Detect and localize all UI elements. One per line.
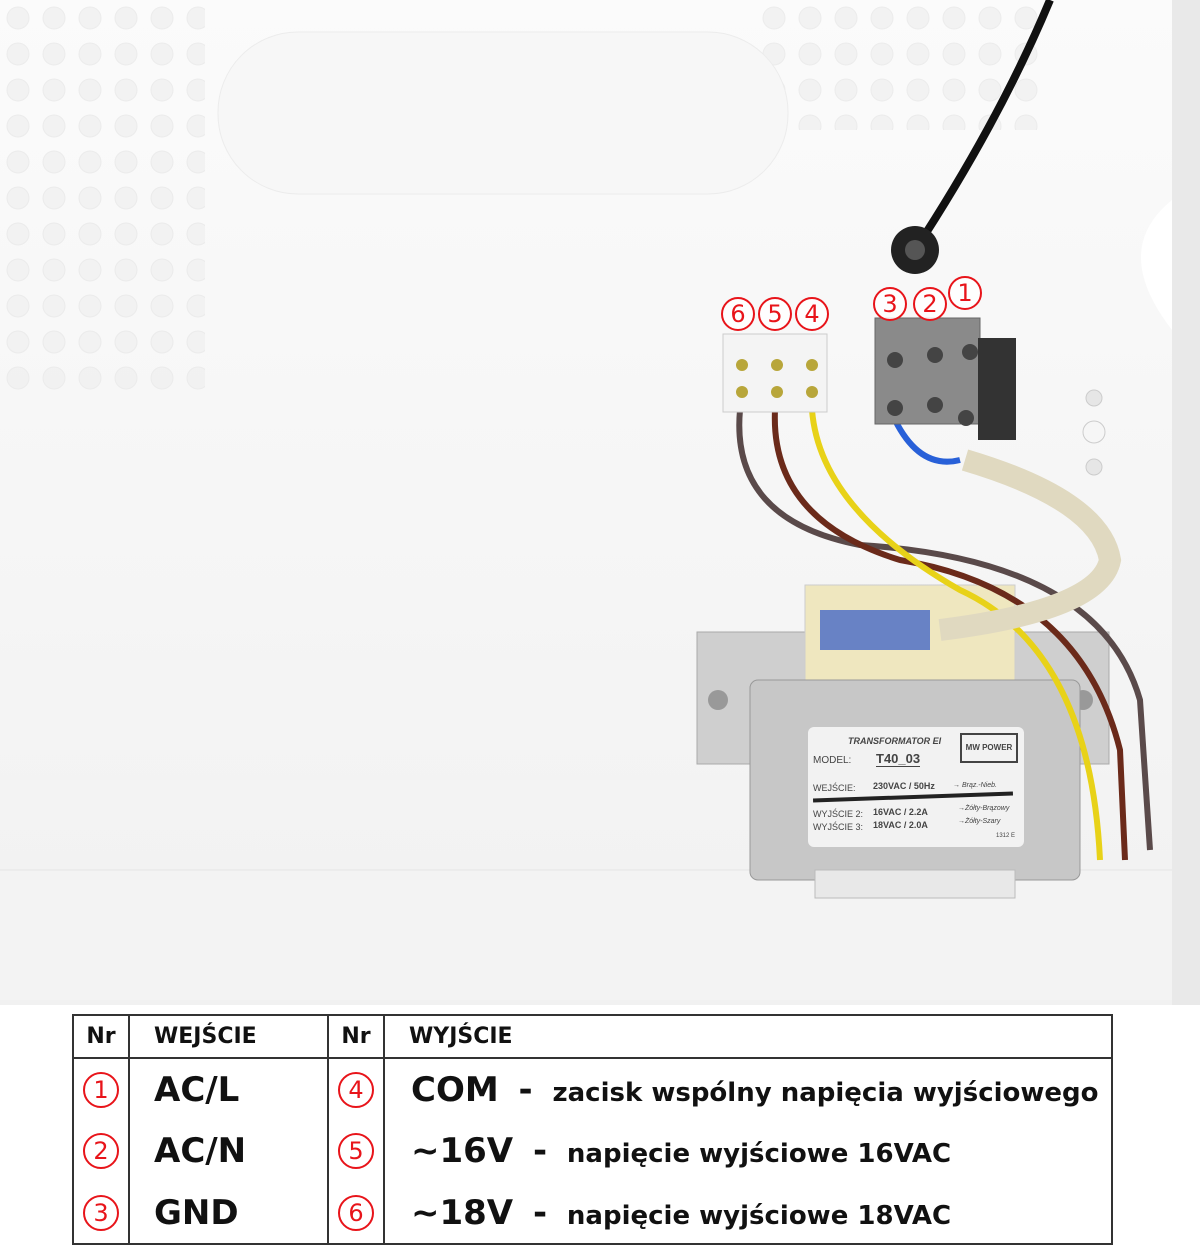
input-terminal: GND bbox=[129, 1182, 329, 1244]
nameplate-row-note: →Żółty-Szary bbox=[958, 818, 1001, 825]
output-terminal: COM bbox=[411, 1069, 499, 1110]
header-input: WEJŚCIE bbox=[129, 1015, 329, 1059]
header-nr-output: Nr bbox=[328, 1015, 385, 1059]
table-row: 3 GND 6 ~18V - napięcie wyjściowe 18VAC bbox=[73, 1182, 1112, 1244]
nameplate-model-label: MODEL: bbox=[813, 755, 852, 766]
nameplate-row-note: →Żółty-Brązowy bbox=[958, 805, 1010, 812]
terminal-number: 2 bbox=[83, 1133, 119, 1169]
callout-5: 5 bbox=[758, 297, 792, 331]
input-terminal: AC/L bbox=[129, 1058, 329, 1120]
table-row: 1 AC/L 4 COM - zacisk wspólny napięcia w… bbox=[73, 1058, 1112, 1120]
terminal-number: 1 bbox=[83, 1071, 119, 1108]
callout-4: 4 bbox=[795, 297, 829, 331]
nameplate-code: 1312 E bbox=[996, 833, 1016, 839]
nameplate-row-value: 18VAC / 2.0A bbox=[873, 820, 928, 830]
output-terminal: ~16V bbox=[411, 1131, 514, 1171]
callout-2: 2 bbox=[913, 287, 947, 321]
header-nr-input: Nr bbox=[73, 1015, 130, 1059]
transformer-nameplate: TRANSFORMATOR EI MODEL: T40_03 MW POWER … bbox=[808, 727, 1024, 847]
nameplate-row-note: → Brąz.-Nieb. bbox=[953, 782, 997, 789]
nameplate-row-value: 16VAC / 2.2A bbox=[873, 807, 928, 817]
terminal-number: 5 bbox=[338, 1133, 374, 1169]
nameplate-model: T40_03 bbox=[876, 751, 921, 767]
table-row: 2 AC/N 5 ~16V - napięcie wyjściowe 16VAC bbox=[73, 1120, 1112, 1182]
strikethrough-mark bbox=[812, 791, 1014, 803]
nameplate-row-label: WYJŚCIE 2: bbox=[813, 809, 864, 819]
nameplate-row-label: WYJŚCIE 3: bbox=[813, 822, 864, 832]
brand-logo: MW POWER bbox=[960, 733, 1018, 763]
enclosure-illustration bbox=[0, 0, 1200, 1005]
header-output: WYJŚCIE bbox=[384, 1015, 1112, 1059]
terminal-table: Nr WEJŚCIE Nr WYJŚCIE 1 AC/L 4 COM - zac… bbox=[72, 1014, 1113, 1245]
output-description: zacisk wspólny napięcia wyjściowego bbox=[552, 1077, 1099, 1108]
nameplate-row-value: 230VAC / 50Hz bbox=[873, 781, 935, 791]
terminal-number: 3 bbox=[83, 1194, 119, 1231]
callout-1: 1 bbox=[948, 276, 982, 310]
terminal-number: 4 bbox=[338, 1071, 374, 1108]
nameplate-title: TRANSFORMATOR EI bbox=[848, 736, 942, 746]
enclosure-photo: 1 2 3 4 5 6 TRANSFORMATOR EI MODEL: T40_… bbox=[0, 0, 1200, 1005]
nameplate-row-label: WEJŚCIE: bbox=[813, 783, 856, 793]
terminal-number: 6 bbox=[338, 1194, 374, 1231]
output-terminal: ~18V bbox=[411, 1192, 514, 1233]
output-description: napięcie wyjściowe 18VAC bbox=[566, 1200, 952, 1231]
callout-3: 3 bbox=[873, 287, 907, 321]
input-terminal: AC/N bbox=[129, 1120, 329, 1182]
output-description: napięcie wyjściowe 16VAC bbox=[566, 1139, 952, 1169]
callout-6: 6 bbox=[721, 297, 755, 331]
